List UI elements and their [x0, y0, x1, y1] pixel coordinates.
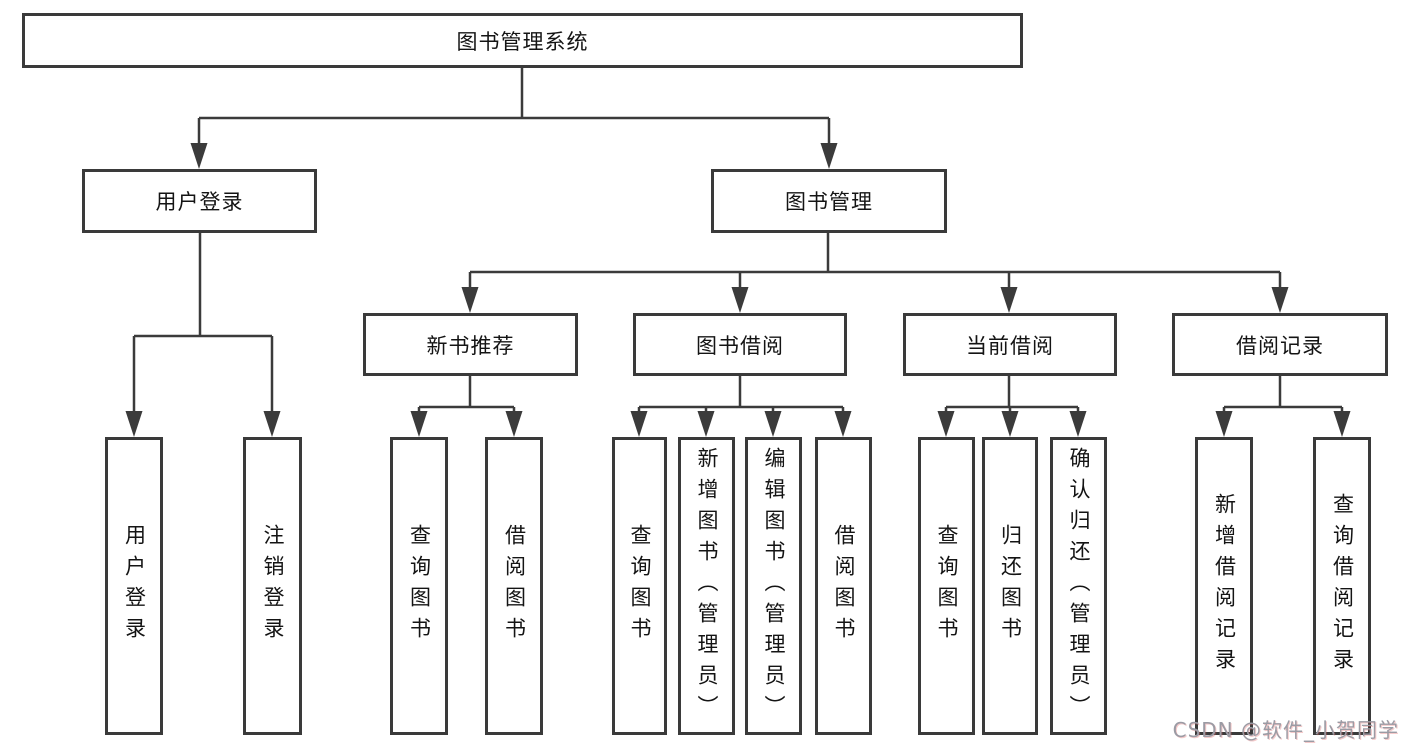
leaf-query-borrow-record-label: 查询借阅记录 [1330, 493, 1355, 679]
leaf-return-book: 归还图书 [982, 437, 1038, 735]
node-new-book-recommend: 新书推荐 [363, 313, 578, 376]
node-current-borrow: 当前借阅 [903, 313, 1117, 376]
node-book-management-label: 图书管理 [785, 190, 873, 214]
leaf-query-books-recommend: 查询图书 [390, 437, 448, 735]
leaf-query-books-recommend-label: 查询图书 [407, 524, 432, 648]
node-book-borrow-label: 图书借阅 [696, 333, 784, 358]
leaf-return-book-label: 归还图书 [998, 524, 1023, 648]
node-root: 图书管理系统 [22, 13, 1023, 68]
leaf-borrow-books-borrow-label: 借阅图书 [832, 524, 856, 648]
node-book-management: 图书管理 [711, 169, 947, 233]
leaf-borrow-books-recommend-label: 借阅图书 [502, 524, 527, 648]
leaf-logout-label: 注销登录 [261, 524, 285, 648]
leaf-query-books-current: 查询图书 [918, 437, 975, 735]
leaf-borrow-books-borrow: 借阅图书 [815, 437, 872, 735]
node-current-borrow-label: 当前借阅 [966, 333, 1054, 358]
leaf-add-book-admin: 新增图书（管理员） [678, 437, 735, 735]
leaf-confirm-return-admin-label: 确认归还（管理员） [1067, 446, 1091, 726]
node-borrow-records-label: 借阅记录 [1236, 333, 1324, 358]
node-user-login: 用户登录 [82, 169, 317, 233]
leaf-user-login-label: 用户登录 [122, 524, 147, 648]
leaf-confirm-return-admin: 确认归还（管理员） [1050, 437, 1107, 735]
node-book-borrow: 图书借阅 [633, 313, 847, 376]
node-new-book-recommend-label: 新书推荐 [426, 333, 515, 358]
leaf-add-borrow-record: 新增借阅记录 [1195, 437, 1253, 735]
node-user-login-label: 用户登录 [155, 190, 244, 214]
node-borrow-records: 借阅记录 [1172, 313, 1388, 376]
leaf-borrow-books-recommend: 借阅图书 [485, 437, 543, 735]
node-root-label: 图书管理系统 [456, 29, 589, 54]
leaf-edit-book-admin-label: 编辑图书（管理员） [762, 446, 786, 726]
leaf-query-books-borrow: 查询图书 [612, 437, 667, 735]
leaf-query-borrow-record: 查询借阅记录 [1313, 437, 1371, 735]
leaf-add-book-admin-label: 新增图书（管理员） [695, 446, 719, 726]
leaf-add-borrow-record-label: 新增借阅记录 [1212, 493, 1237, 679]
watermark-text: CSDN @软件_小贺同学 [1172, 718, 1399, 742]
leaf-user-login: 用户登录 [105, 437, 163, 735]
leaf-query-books-borrow-label: 查询图书 [628, 524, 652, 648]
leaf-logout: 注销登录 [243, 437, 302, 735]
leaf-query-books-current-label: 查询图书 [935, 524, 959, 648]
leaf-edit-book-admin: 编辑图书（管理员） [745, 437, 802, 735]
